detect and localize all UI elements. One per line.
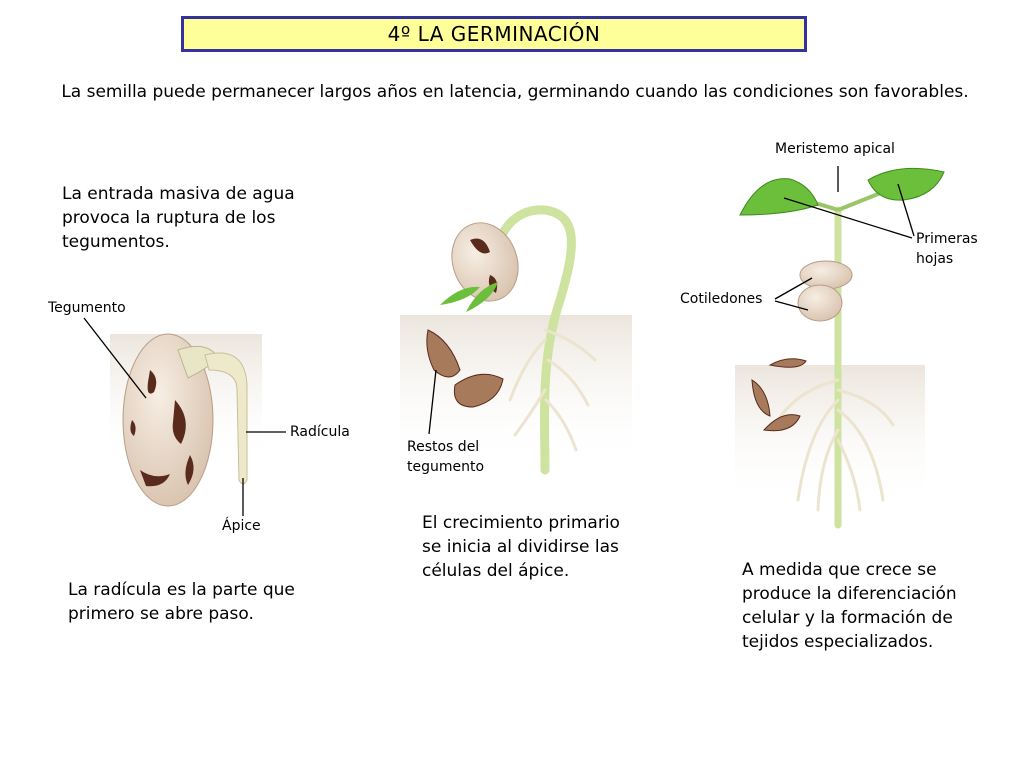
stage2-stem (495, 205, 576, 475)
stage2-seedling-illustration (400, 205, 632, 475)
stage2-cotyledons (451, 222, 519, 302)
intro-text: La semilla puede permanecer largos años … (61, 82, 969, 102)
label-primeras-line1: Primeras (916, 231, 978, 247)
stage3-cotyledon-lower (797, 284, 843, 322)
label-cotiledones: Cotiledones (680, 291, 763, 307)
label-apice: Ápice (222, 518, 261, 534)
label-meristemo-apical: Meristemo apical (775, 141, 895, 157)
label-restos-line1: Restos del (407, 439, 480, 455)
label-restos-line2: tegumento (407, 459, 485, 475)
stage2-description: El crecimiento primario se inicia al div… (422, 513, 620, 581)
stage1-description-top: La entrada masiva de agua provoca la rup… (62, 184, 295, 252)
stage3-soil (735, 365, 925, 505)
stage2-coat-remains (426, 329, 461, 378)
label-primeras-line2: hojas (916, 251, 954, 267)
stage3-plant-illustration (735, 166, 945, 529)
stage3-left-leaf (739, 178, 819, 216)
stage3-cotyledon-upper (799, 260, 853, 290)
page-title: 4º LA GERMINACIÓN (181, 16, 807, 52)
label-tegumento: Tegumento (48, 300, 126, 316)
stage3-right-leaf (867, 167, 945, 201)
stage3-roots (776, 378, 895, 512)
stage3-description: A medida que crece se produce la diferen… (742, 560, 957, 652)
stage1-description-bottom: La radícula es la parte que primero se a… (68, 580, 295, 624)
stage1-seed-illustration (83, 317, 286, 516)
label-radicula: Radícula (290, 424, 350, 440)
